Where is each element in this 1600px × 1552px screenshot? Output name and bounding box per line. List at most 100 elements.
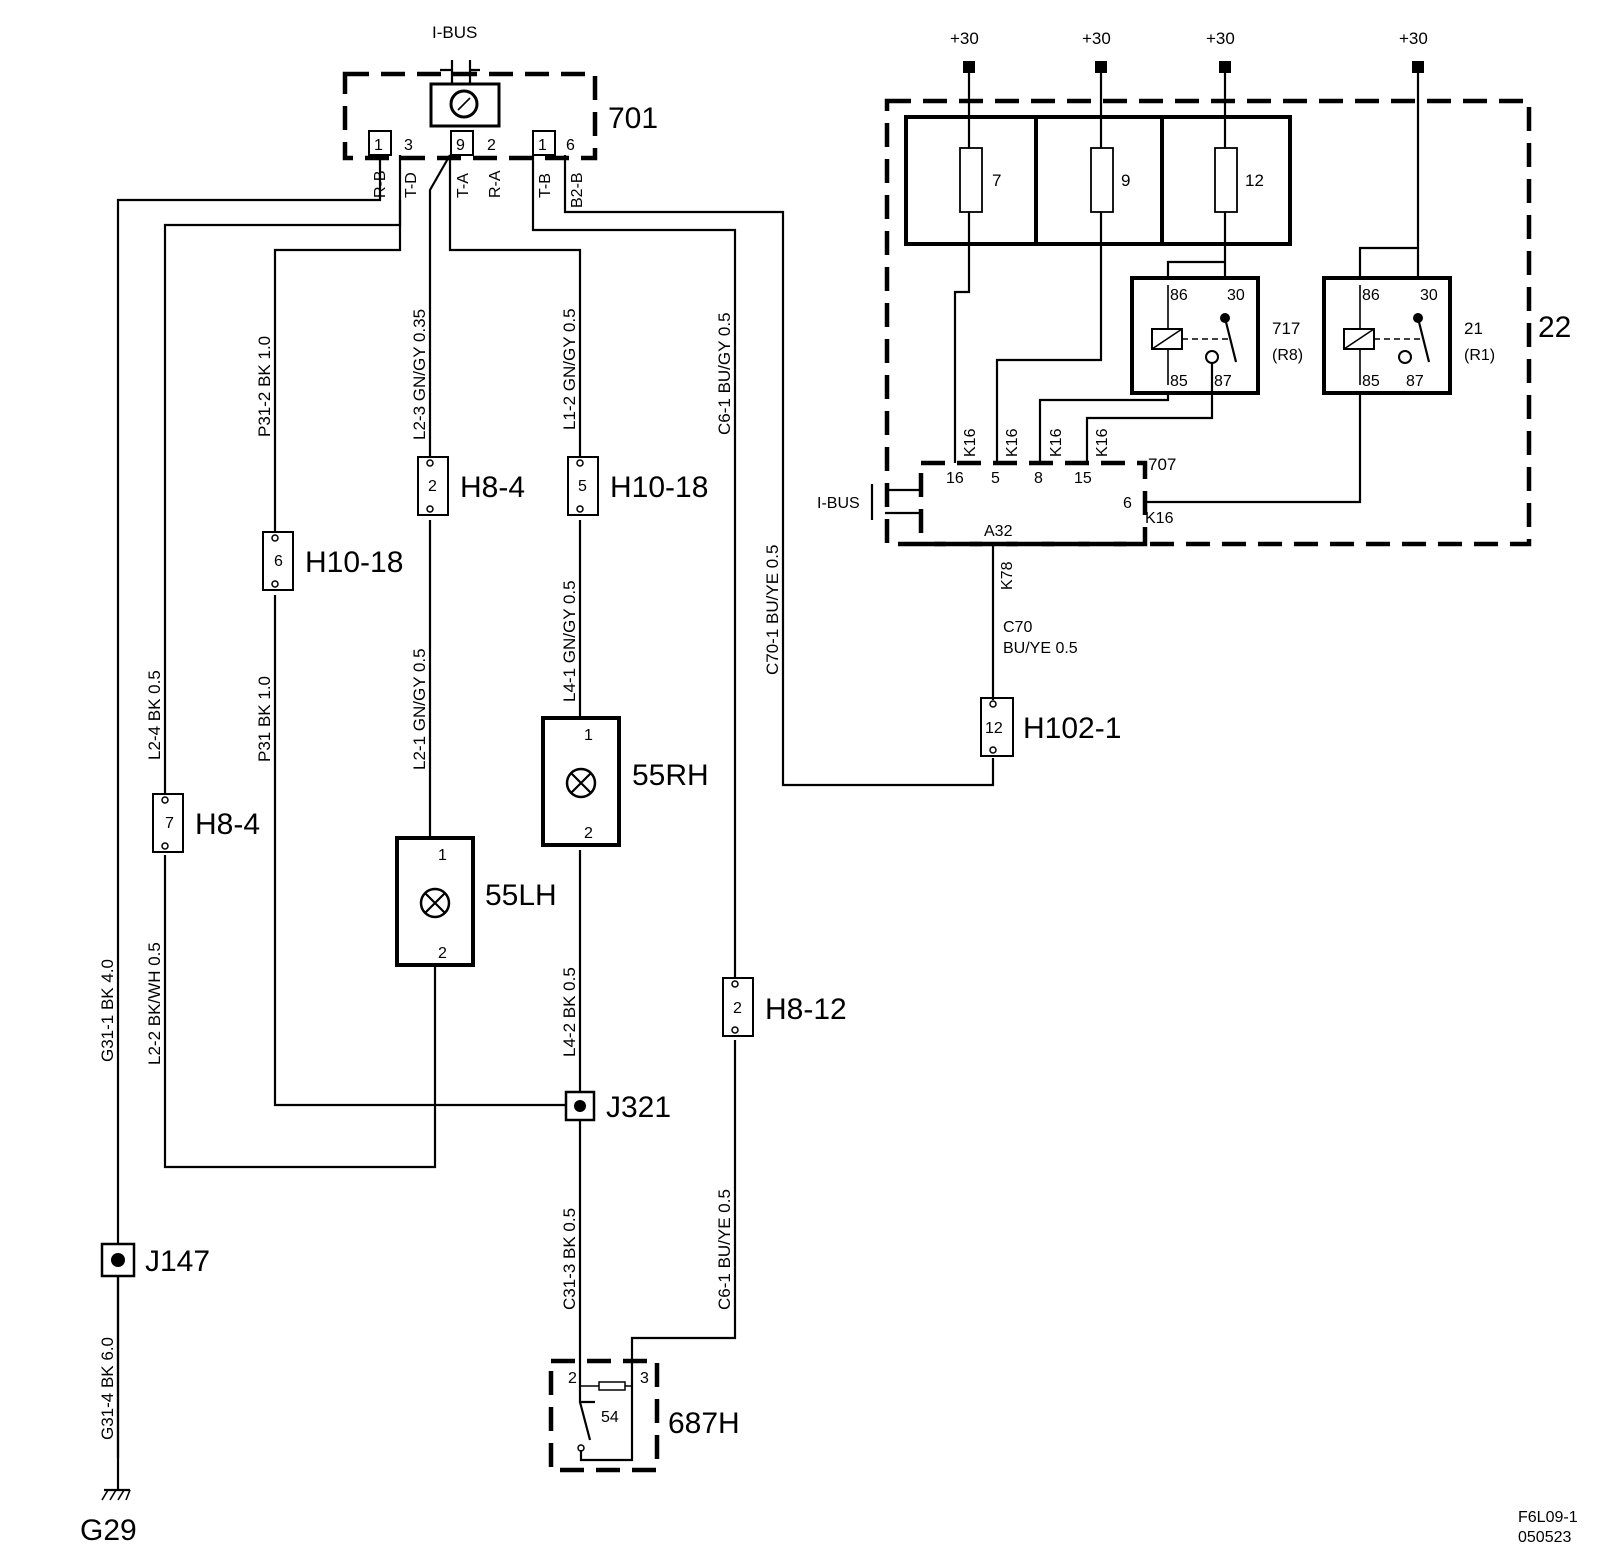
svg-text:8: 8: [1034, 470, 1043, 487]
connector-h8-4-l2-4: 7 H8-4: [152, 793, 260, 853]
module-701: I-BUS 701 1 3 9 2 1 6 R-B T-D T-A R-A T-…: [342, 23, 658, 208]
ibus-side-label: I-BUS: [817, 495, 860, 512]
svg-text:2: 2: [584, 825, 593, 842]
drawing-date: 050523: [1518, 1529, 1571, 1546]
connector-h8-12: 2 H8-12: [722, 977, 847, 1037]
module-22-label: 22: [1538, 311, 1571, 344]
connector-label: H102-1: [1023, 712, 1121, 745]
wire-label-l2-3: L2-3 GN/GY 0.35: [410, 309, 429, 440]
relay-label: 717: [1272, 319, 1300, 338]
wire-relay-717-85: [1038, 393, 1170, 463]
supply-label: +30: [1206, 29, 1235, 48]
lamp-55lh: 1 2 55LH: [395, 836, 557, 967]
wire-label-c6-1-top: C6-1 BU/GY 0.5: [715, 312, 734, 435]
module-701-label: 701: [608, 102, 658, 135]
switch-contact: [578, 1401, 592, 1441]
svg-text:1: 1: [584, 727, 593, 744]
wire-c6-1-top: [531, 155, 737, 980]
drawing-id: F6L09-1: [1518, 1509, 1578, 1526]
module-701-pin: 2: [487, 137, 496, 154]
module-701-pin: 1: [538, 137, 547, 154]
wire-p31: [273, 595, 570, 1107]
wire-relay-717-87: [1085, 363, 1214, 463]
wire-label-c6-1-bottom: C6-1 BU/YE 0.5: [715, 1189, 734, 1310]
svg-text:12: 12: [985, 720, 1003, 737]
wire-l2-4: [163, 155, 402, 795]
wire-fuse-9: [995, 73, 1103, 463]
wire-label-l2-2: L2-2 BK/WH 0.5: [145, 942, 164, 1065]
svg-text:54: 54: [601, 1409, 619, 1426]
junction-label: J147: [145, 1245, 210, 1278]
module-22: 22 +30 +30 +30 +30 7 9 12: [817, 29, 1571, 700]
wire-label-l4-2: L4-2 BK 0.5: [560, 967, 579, 1057]
module-707: 16 5 8 15 6 K16 A32 707 I-BUS: [817, 455, 1176, 547]
junction-j321: J321: [564, 1090, 671, 1124]
svg-text:15: 15: [1074, 470, 1092, 487]
connector-h10-18-p31: 6 H10-18: [262, 531, 403, 591]
svg-text:87: 87: [1406, 373, 1424, 390]
svg-text:6: 6: [1123, 495, 1132, 512]
ground-g29: G29: [80, 1458, 137, 1547]
module-701-wire-code: B2-B: [569, 172, 586, 208]
wire-code-k16: K16: [1094, 428, 1111, 457]
lamp-55rh: 1 2 55RH: [541, 716, 709, 847]
wire-relay-21-85: [1145, 393, 1362, 504]
connector-label: H8-4: [195, 808, 260, 841]
svg-text:85: 85: [1170, 373, 1188, 390]
junction-label: J321: [606, 1091, 671, 1124]
svg-text:K78: K78: [999, 561, 1016, 590]
ibus-side-stubs: [870, 484, 921, 520]
lamp-label: 55LH: [485, 879, 557, 912]
fuse-icon: [1214, 147, 1238, 213]
wire-l2-3: [428, 154, 451, 460]
module-701-pin: 3: [404, 137, 413, 154]
wire-label-g31-1: G31-1 BK 4.0: [98, 959, 117, 1062]
module-22-outline: [884, 98, 1532, 547]
wire-code-k16: K16: [1048, 428, 1065, 457]
svg-text:30: 30: [1420, 287, 1438, 304]
switch-687h-outline: [548, 1358, 660, 1473]
svg-text:86: 86: [1170, 287, 1188, 304]
wire-label-l4-1: L4-1 GN/GY 0.5: [560, 580, 579, 702]
fuse-icon: [1090, 147, 1114, 213]
fuse-icon: [959, 147, 983, 213]
svg-text:2: 2: [733, 1000, 742, 1017]
wire-code-k16: K16: [962, 428, 979, 457]
wire-label-c70: C70: [1003, 619, 1032, 636]
wire-g31-1: [116, 155, 382, 1228]
fuse-label: 12: [1245, 171, 1264, 190]
left-wiring: [116, 154, 995, 1458]
connector-label: H8-12: [765, 993, 847, 1026]
wire-l2-2: [163, 855, 437, 1169]
svg-text:6: 6: [274, 553, 283, 570]
wire-label-p31-2: P31-2 BK 1.0: [255, 336, 274, 437]
svg-text:1: 1: [438, 847, 447, 864]
svg-text:2: 2: [428, 478, 437, 495]
svg-text:5: 5: [991, 470, 1000, 487]
module-707-label: 707: [1148, 455, 1176, 474]
wire-fuse-7: [953, 73, 971, 463]
svg-text:5: 5: [578, 478, 587, 495]
module-701-pin: 6: [566, 137, 575, 154]
svg-text:86: 86: [1362, 287, 1380, 304]
relay-contact: [1416, 317, 1431, 363]
wire-label-c70-1: C70-1 BU/YE 0.5: [763, 545, 782, 675]
module-701-wire-code: T-B: [537, 173, 554, 198]
relay-sub-label: (R1): [1464, 347, 1495, 364]
svg-text:30: 30: [1227, 287, 1245, 304]
wire-code-k16: K16: [1004, 428, 1021, 457]
supply-label: +30: [1082, 29, 1111, 48]
module-701-wire-code: R-A: [487, 170, 504, 198]
wire-label-c70-spec: BU/YE 0.5: [1003, 640, 1078, 657]
supply-label: +30: [950, 29, 979, 48]
wire-label-l2-1: L2-1 GN/GY 0.5: [410, 648, 429, 770]
wire-label-p31: P31 BK 1.0: [255, 676, 274, 762]
module-701-pin: 9: [456, 137, 465, 154]
switch-687h: 2 3 54 687H: [548, 1355, 740, 1473]
connector-h102-1: 12 H102-1: [980, 697, 1121, 757]
switch-label: 687H: [668, 1407, 740, 1440]
svg-text:2: 2: [568, 1370, 577, 1387]
wire-label-g31-4: G31-4 BK 6.0: [98, 1337, 117, 1440]
svg-text:87: 87: [1214, 373, 1232, 390]
